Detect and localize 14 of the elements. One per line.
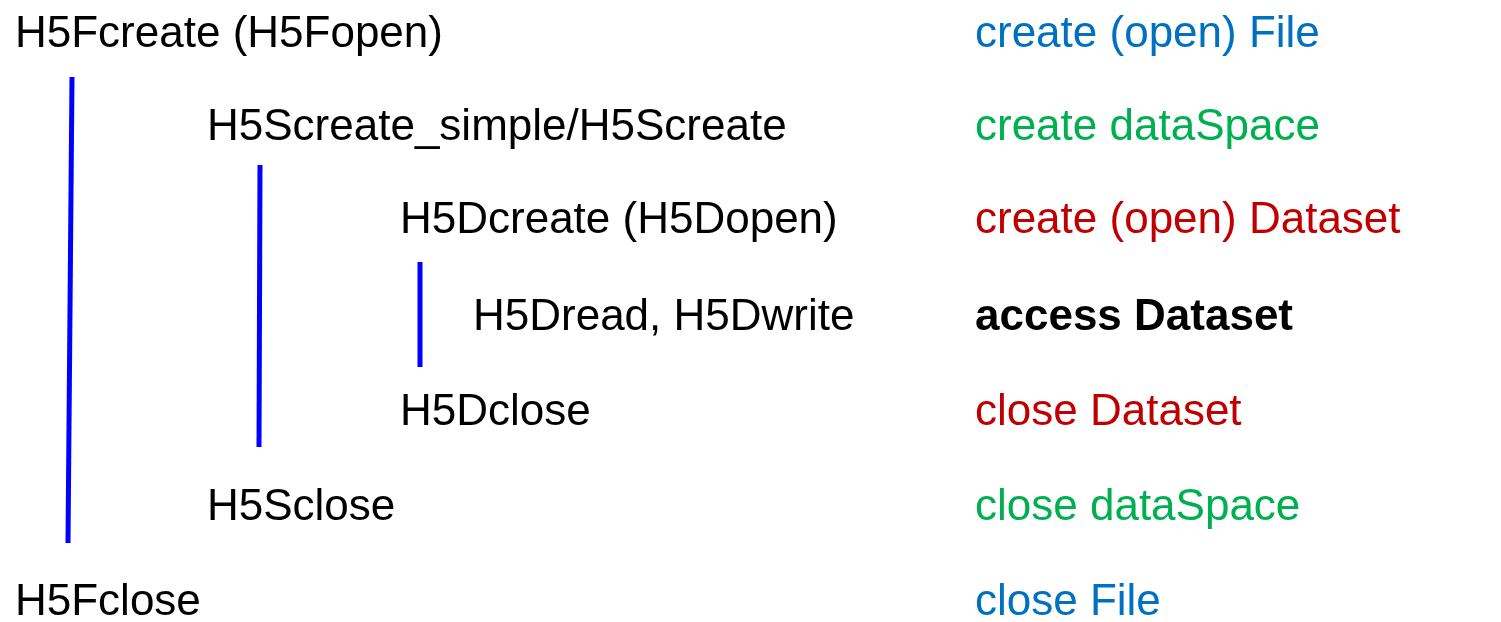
description-text: create dataSpace: [975, 99, 1320, 151]
function-name: H5Dread, H5Dwrite: [473, 289, 855, 341]
description-text: close Dataset: [975, 384, 1242, 436]
function-name: H5Fclose: [15, 574, 201, 622]
description-text: close File: [975, 574, 1161, 622]
function-name: H5Fcreate (H5Fopen): [15, 6, 443, 58]
function-name: H5Dclose: [400, 384, 591, 436]
description-text: access Dataset: [975, 289, 1293, 341]
description-text: create (open) File: [975, 6, 1320, 58]
function-name: H5Dcreate (H5Dopen): [400, 192, 838, 244]
description-text: create (open) Dataset: [975, 192, 1401, 244]
function-name: H5Sclose: [207, 479, 396, 531]
function-name: H5Screate_simple/H5Screate: [207, 99, 787, 151]
description-text: close dataSpace: [975, 479, 1301, 531]
